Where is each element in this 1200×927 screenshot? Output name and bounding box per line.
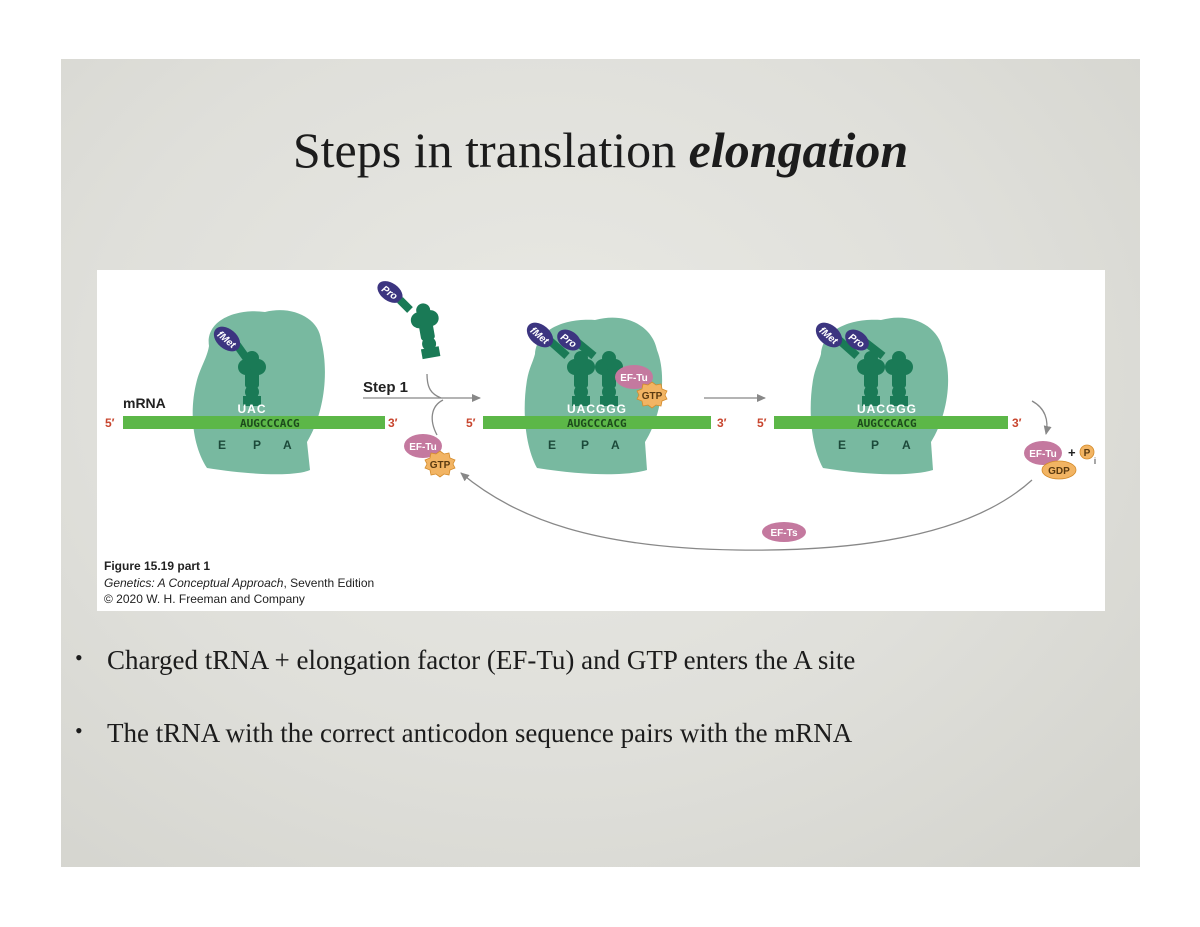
slide-title: Steps in translation elongation: [61, 121, 1140, 179]
bullet-dot: •: [75, 645, 83, 670]
panel-1: fMet UAC AUGCCCACG 5′ 3′ mRNA E P A: [105, 310, 398, 475]
codon-sequence-1: AUGCCCACG: [240, 417, 300, 430]
bullet-text: The tRNA with the correct anticodon sequ…: [107, 718, 853, 748]
codon-sequence-3: AUGCCCACG: [857, 417, 917, 430]
step1-label: Step 1: [363, 379, 408, 396]
ef-tu-gtp-complex-left: EF-Tu GTP: [404, 434, 456, 478]
gdp: [1041, 460, 1077, 480]
ef-ts-label: EF-Ts: [770, 528, 797, 539]
panel-3: fMet Pro UACGGG AUGCCCACG 5′ 3′ E P A: [757, 317, 1022, 475]
fmet-amino-acid-3: [815, 322, 843, 348]
ef-tu-left: [404, 434, 442, 458]
bullet-item: • Charged tRNA + elongation factor (EF-Tu…: [72, 645, 855, 718]
phosphate-subscript: i: [1094, 456, 1096, 466]
gtp-label-bound: GTP: [642, 391, 663, 402]
site-p-3: P: [871, 438, 879, 452]
gdp-label: GDP: [1048, 466, 1070, 477]
caption-book-title: Genetics: A Conceptual Approach: [104, 575, 284, 590]
title-emphasis: elongation: [688, 122, 909, 178]
incoming-arrow: [426, 373, 442, 399]
bullet-item: • The tRNA with the correct anticodon seq…: [72, 718, 855, 791]
site-a-3: A: [902, 438, 911, 452]
anticodon-ggg-incoming: GGG: [411, 357, 442, 371]
slide: Steps in translation elongation: [61, 59, 1140, 867]
ef-ts: [762, 522, 806, 542]
pro-amino-acid-incoming: [377, 281, 403, 303]
ef-tu-gdp-complex: EF-Tu GDP + P i: [1024, 441, 1096, 480]
mrna-strand-1: [123, 416, 385, 429]
recycling-arrow: [460, 472, 1033, 551]
elongation-diagram: fMet UAC AUGCCCACG 5′ 3′ mRNA E P A Pro …: [105, 281, 1096, 551]
mrna-label: mRNA: [123, 395, 166, 411]
ef-tu-entry-arrow: [431, 399, 444, 436]
site-e-1: E: [218, 438, 226, 452]
pro-amino-acid-2: [557, 329, 581, 351]
mrna-strand-3: [774, 416, 1008, 429]
site-a-2: A: [611, 438, 620, 452]
figure-caption: Figure 15.19 part 1 Genetics: A Conceptu…: [104, 558, 374, 608]
bullet-list: • Charged tRNA + elongation factor (EF-Tu…: [72, 645, 855, 791]
three-prime-label-2: 3′: [717, 416, 727, 430]
caption-copyright: © 2020 W. H. Freeman and Company: [104, 592, 305, 606]
incoming-trna: Pro GGG: [377, 281, 446, 399]
anticodon-uacggg-2: UACGGG: [567, 402, 627, 416]
anticodon-uacggg-3: UACGGG: [857, 402, 917, 416]
panel-2: fMet Pro UACGGG AUGCCCACG EF-Tu GTP 5′ 3…: [466, 317, 727, 475]
five-prime-label-3: 5′: [757, 416, 767, 430]
ef-tu-label-bound: EF-Tu: [620, 373, 648, 384]
five-prime-label-2: 5′: [466, 416, 476, 430]
title-plain: Steps in translation: [292, 122, 689, 178]
site-e-2: E: [548, 438, 556, 452]
anticodon-uac: UAC: [238, 402, 267, 416]
ef-tu-bound: [615, 365, 653, 389]
trna-incoming: [408, 301, 446, 361]
codon-sequence-2: AUGCCCACG: [567, 417, 627, 430]
mrna-strand-2: [483, 416, 711, 429]
translation-figure: fMet UAC AUGCCCACG 5′ 3′ mRNA E P A Pro …: [97, 270, 1105, 611]
site-a-1: A: [283, 438, 292, 452]
phosphate: [1079, 444, 1095, 460]
gtp-label-left: GTP: [430, 460, 451, 471]
ribosome-2: [524, 317, 663, 475]
site-p-1: P: [253, 438, 261, 452]
five-prime-label-1: 5′: [105, 416, 115, 430]
phosphate-label: P: [1084, 448, 1091, 459]
three-prime-label-1: 3′: [388, 416, 398, 430]
pro-amino-acid-3: [845, 329, 869, 351]
fmet-amino-acid: [213, 326, 241, 352]
site-p-2: P: [581, 438, 589, 452]
three-prime-label-3: 3′: [1012, 416, 1022, 430]
caption-book: Genetics: A Conceptual Approach, Seventh…: [104, 575, 374, 592]
plus-sign: +: [1068, 445, 1076, 460]
caption-edition: , Seventh Edition: [283, 575, 375, 590]
release-arrow: [1031, 400, 1052, 435]
bullet-text: Charged tRNA + elongation factor (EF-Tu)…: [107, 645, 856, 675]
ef-tu-label-right: EF-Tu: [1029, 449, 1057, 460]
ribosome-3: [810, 317, 949, 475]
site-e-3: E: [838, 438, 846, 452]
fmet-amino-acid-2: [526, 322, 554, 348]
caption-title: Figure 15.19 part 1: [104, 559, 211, 573]
ef-tu-label-left: EF-Tu: [409, 442, 437, 453]
bullet-dot: •: [75, 718, 83, 743]
ef-tu-right: [1024, 441, 1062, 465]
